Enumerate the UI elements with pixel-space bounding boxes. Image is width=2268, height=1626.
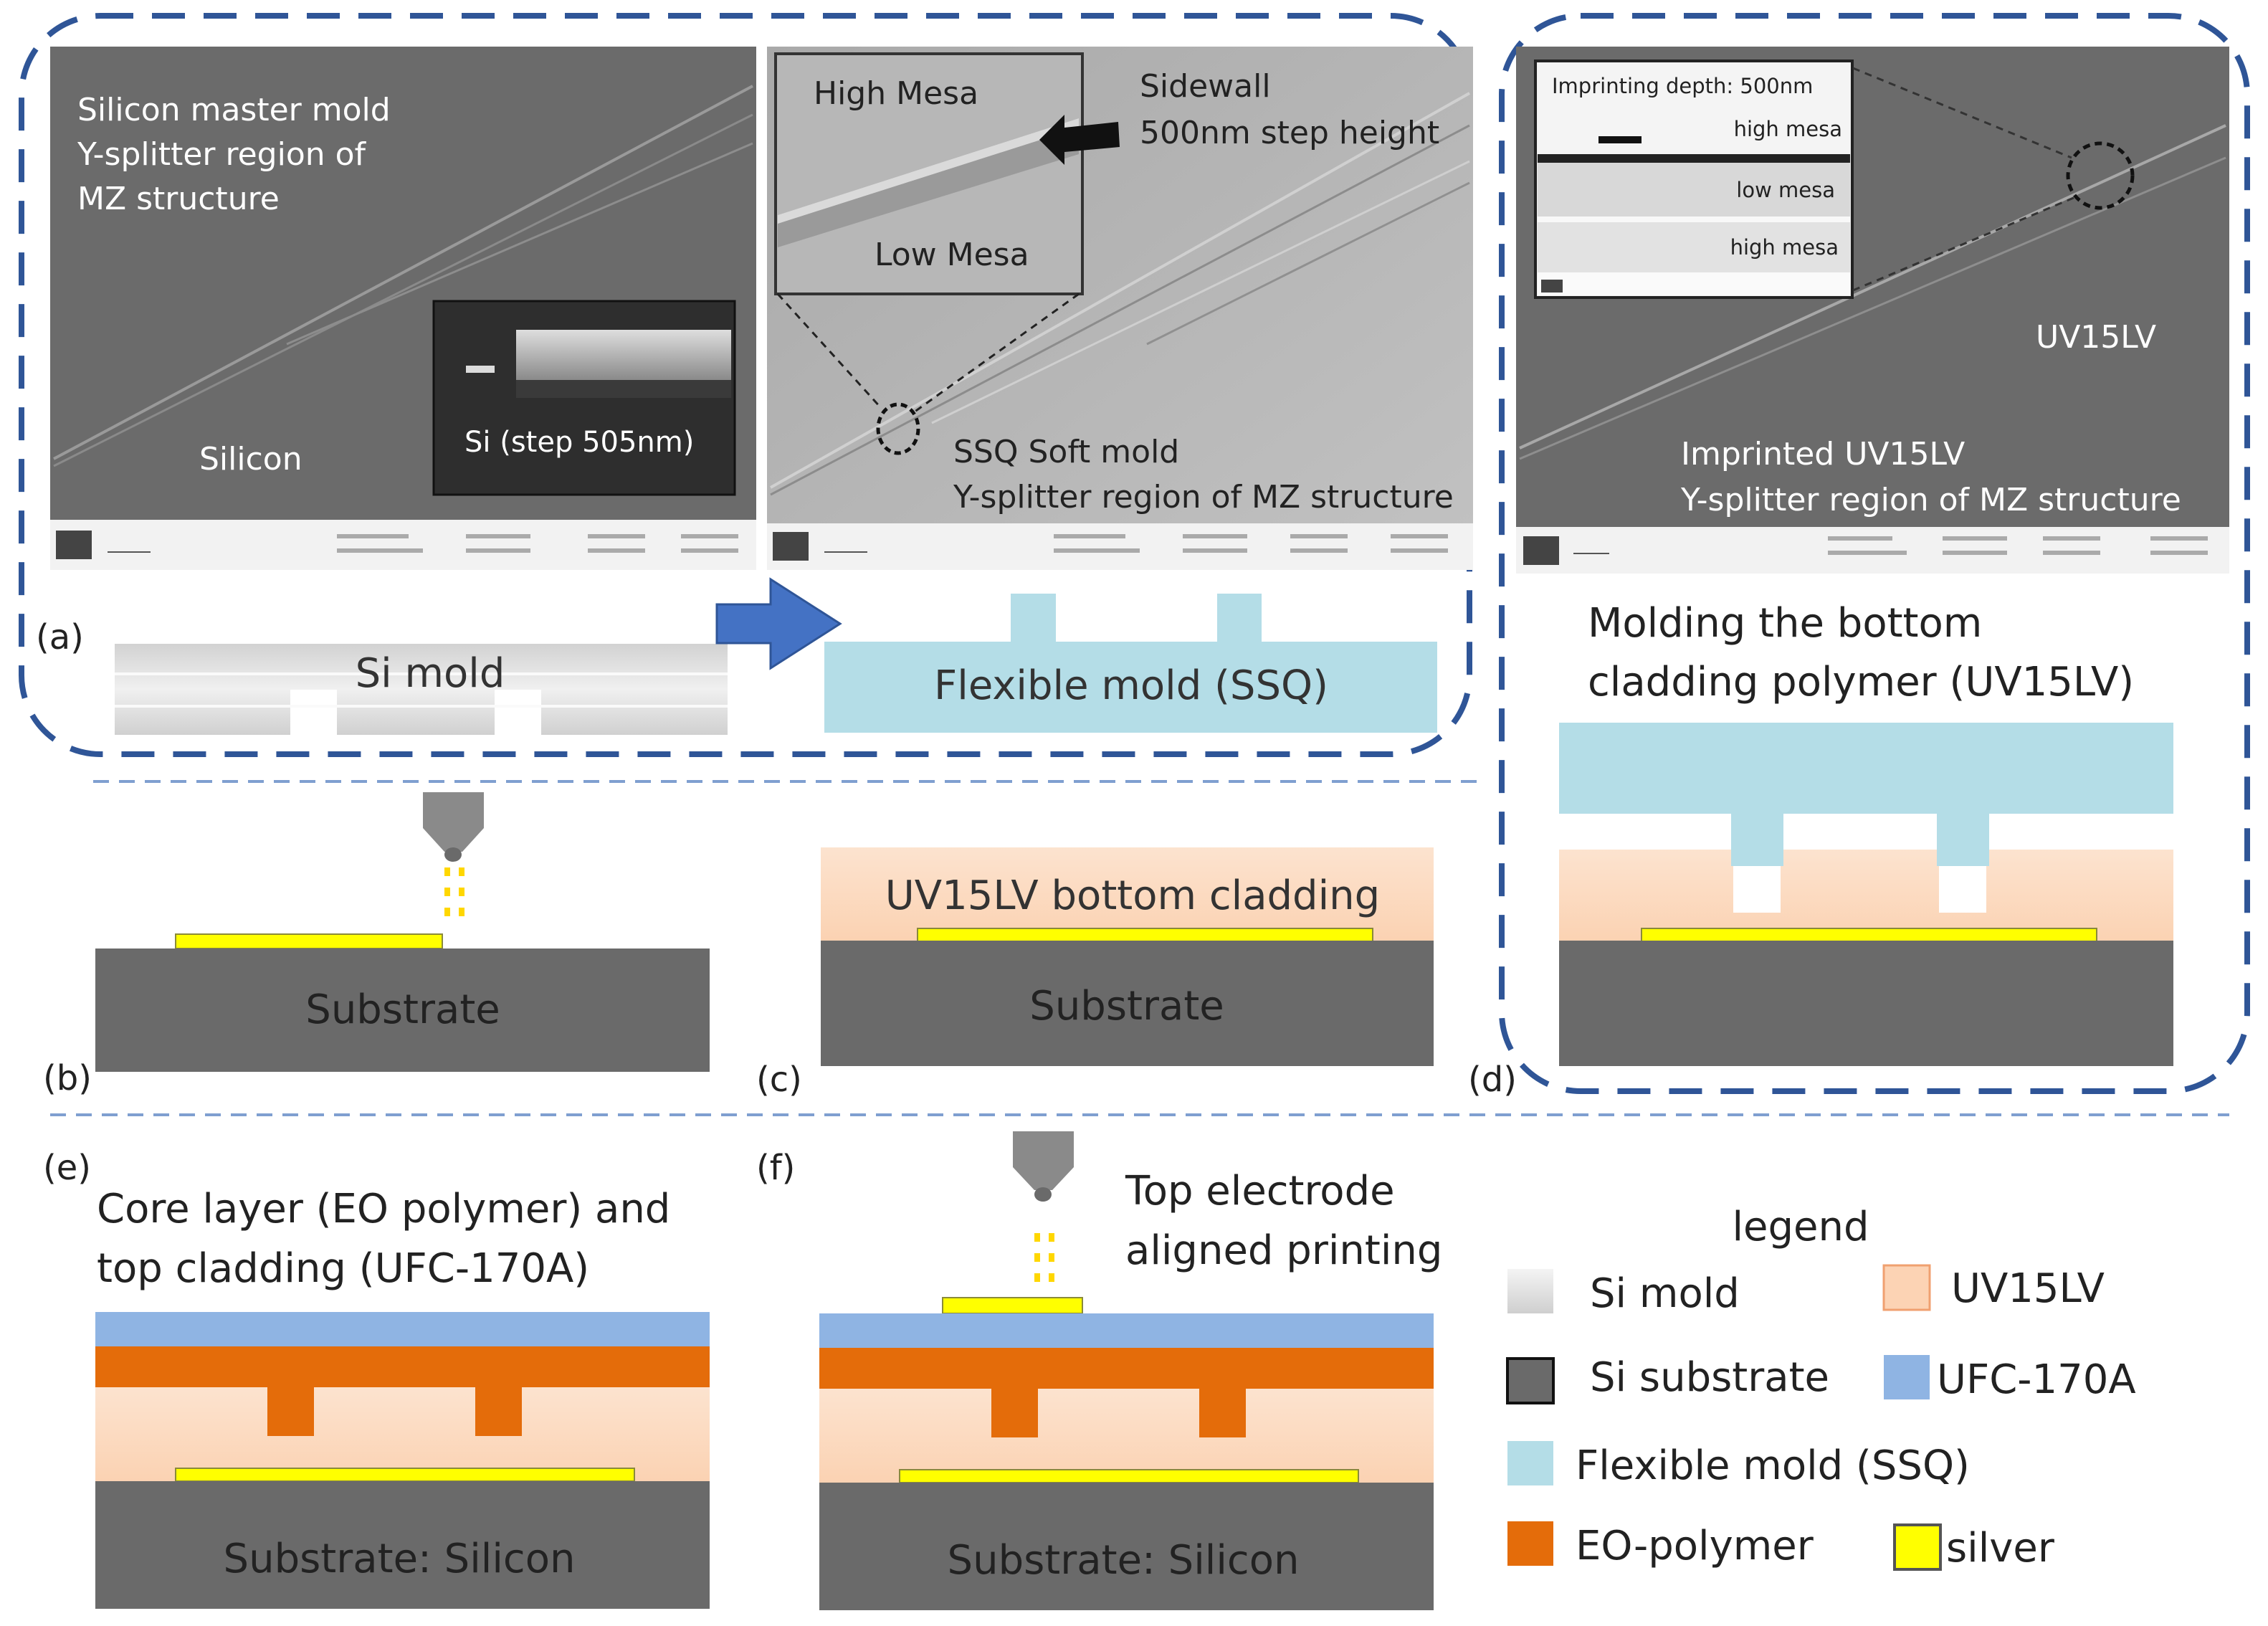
- legend-swatch-eo-polymer: [1507, 1521, 1553, 1566]
- silver-electrode-b: [175, 933, 443, 949]
- legend-label-silver: silver: [1946, 1525, 2055, 1572]
- sem-image-silicon-master: Silicon master mold Y-splitter region of…: [50, 47, 756, 570]
- print-nozzle: [423, 792, 484, 852]
- sem2-caption1: SSQ Soft mold: [953, 434, 1179, 470]
- substrate-e: [95, 1481, 710, 1609]
- legend-title: legend: [1732, 1204, 1869, 1250]
- substrate-e-label: Substrate: Silicon: [224, 1536, 576, 1582]
- substrate-c-label: Substrate: [1029, 983, 1224, 1030]
- panel-label-a: (a): [36, 617, 84, 657]
- silver-electrode-d: [1641, 928, 2097, 942]
- sem2-zoom-circle: [876, 402, 920, 455]
- panel-label-e: (e): [43, 1148, 91, 1188]
- ufc-layer-e: [95, 1312, 710, 1346]
- flexible-mold-schematic: Flexible mold (SSQ): [824, 594, 1437, 733]
- silver-electrode-e: [175, 1468, 635, 1482]
- sem2-databar: [767, 523, 1473, 570]
- sem1-inset: Si (step 505nm): [432, 300, 736, 496]
- f-title-line2: aligned printing: [1125, 1227, 1442, 1274]
- sem2-inset: High Mesa Low Mesa: [774, 52, 1084, 295]
- sem3-databar: [1516, 527, 2229, 574]
- sem2-caption2: Y-splitter region of MZ structure: [953, 479, 1454, 515]
- panel-d-molding: Molding the bottom cladding polymer (UV1…: [1559, 600, 2173, 1066]
- flexible-mold-label: Flexible mold (SSQ): [934, 662, 1328, 709]
- ink-droplets: [444, 867, 464, 916]
- uv15lv-layer-f: [819, 1389, 1434, 1484]
- sem1-silicon-label: Silicon: [199, 441, 302, 477]
- sem-image-imprinted-uv15lv: Imprinting depth: 500nm high mesa low me…: [1516, 47, 2229, 574]
- uv15lv-layer-c: [821, 847, 1434, 941]
- sem3-uv-label: UV15LV: [2036, 319, 2156, 356]
- sem3-inset-low: low mesa: [1736, 178, 1835, 202]
- e-title-line1: Core layer (EO polymer) and: [97, 1186, 670, 1232]
- panel-c-bottom-cladding: UV15LV bottom cladding Substrate: [821, 847, 1434, 1066]
- panel-f-top-electrode: Top electrode aligned printing Substrate…: [819, 1131, 1442, 1610]
- sem2-step-height: 500nm step height: [1140, 115, 1439, 151]
- legend-swatch-flexible-mold: [1507, 1441, 1553, 1485]
- sem2-inset-low: Low Mesa: [875, 237, 1029, 273]
- substrate-c: [821, 941, 1434, 1066]
- ssq-mold-d: [1559, 723, 2173, 866]
- legend-label-ufc: UFC-170A: [1937, 1356, 2136, 1403]
- legend-swatch-si-mold: [1507, 1269, 1553, 1313]
- sem1-inset-caption: Si (step 505nm): [464, 426, 694, 459]
- f-title-line1: Top electrode: [1125, 1168, 1395, 1214]
- process-arrow: [715, 577, 842, 670]
- cladding-c-label: UV15LV bottom cladding: [885, 873, 1380, 919]
- eo-polymer-f: [819, 1348, 1434, 1437]
- legend-swatch-uv15lv: [1882, 1264, 1931, 1311]
- sem2-inset-high: High Mesa: [814, 75, 978, 112]
- print-nozzle-f: [1013, 1131, 1074, 1190]
- uv15lv-layer-d: [1559, 850, 2173, 943]
- legend-swatch-si-substrate: [1506, 1357, 1555, 1404]
- substrate-f: [819, 1483, 1434, 1610]
- legend-swatch-silver: [1893, 1523, 1942, 1571]
- sem1-title-line1: Silicon master mold: [77, 92, 391, 128]
- sem-image-ssq-soft-mold: High Mesa Low Mesa Sidewall 500nm step h…: [767, 47, 1473, 570]
- si-mold-schematic: Si mold: [115, 644, 728, 735]
- substrate-f-label: Substrate: Silicon: [948, 1537, 1300, 1584]
- legend-label-si-substrate: Si substrate: [1590, 1354, 1829, 1401]
- silver-electrode-c: [917, 928, 1373, 942]
- dashed-frame-d: [1499, 13, 2250, 1094]
- sem1-title-line3: MZ structure: [77, 181, 280, 217]
- sem3-inset: Imprinting depth: 500nm high mesa low me…: [1534, 60, 1854, 299]
- legend-swatch-ufc: [1884, 1355, 1930, 1399]
- legend-label-flexible-mold: Flexible mold (SSQ): [1576, 1442, 1970, 1489]
- sem2-sidewall: Sidewall: [1140, 68, 1271, 105]
- ufc-layer-f: [819, 1313, 1434, 1348]
- eo-polymer-e: [95, 1346, 710, 1436]
- substrate-b: [95, 949, 710, 1072]
- panel-label-b: (b): [43, 1058, 92, 1098]
- si-mold-label: Si mold: [356, 650, 505, 697]
- ink-droplets-f: [1034, 1233, 1054, 1282]
- top-silver-electrode-f: [942, 1297, 1083, 1314]
- uv15lv-layer-e: [95, 1387, 710, 1483]
- legend-label-si-mold: Si mold: [1590, 1270, 1740, 1317]
- legend-label-eo-polymer: EO-polymer: [1576, 1523, 1814, 1569]
- sem3-caption2: Y-splitter region of MZ structure: [1680, 482, 2181, 518]
- panel-e-core-layer: Core layer (EO polymer) and top cladding…: [95, 1186, 710, 1609]
- sidewall-arrow: [1039, 115, 1120, 165]
- substrate-d: [1559, 941, 2173, 1066]
- sem3-inset-high1: high mesa: [1734, 117, 1842, 141]
- sem3-inset-depth: Imprinting depth: 500nm: [1552, 74, 1813, 98]
- sem1-databar: [50, 520, 756, 570]
- legend: legend Si mold UV15LV Si substrate UFC-1…: [1506, 1204, 2136, 1572]
- legend-label-uv15lv: UV15LV: [1951, 1265, 2105, 1312]
- d-title-line2: cladding polymer (UV15LV): [1588, 659, 2134, 705]
- sem3-caption1: Imprinted UV15LV: [1681, 436, 1965, 472]
- e-title-line2: top cladding (UFC-170A): [97, 1245, 589, 1292]
- panel-label-d: (d): [1468, 1060, 1517, 1100]
- d-title-line1: Molding the bottom: [1588, 600, 1982, 647]
- substrate-b-label: Substrate: [305, 986, 500, 1033]
- panel-b-printing: Substrate: [95, 792, 710, 1072]
- panel-label-f: (f): [756, 1148, 795, 1188]
- silver-electrode-f: [899, 1469, 1359, 1483]
- sem3-zoom-circle: [2066, 141, 2135, 210]
- panel-label-c: (c): [756, 1060, 802, 1100]
- sem1-title-line2: Y-splitter region of: [77, 136, 367, 173]
- sem3-inset-high2: high mesa: [1730, 235, 1839, 260]
